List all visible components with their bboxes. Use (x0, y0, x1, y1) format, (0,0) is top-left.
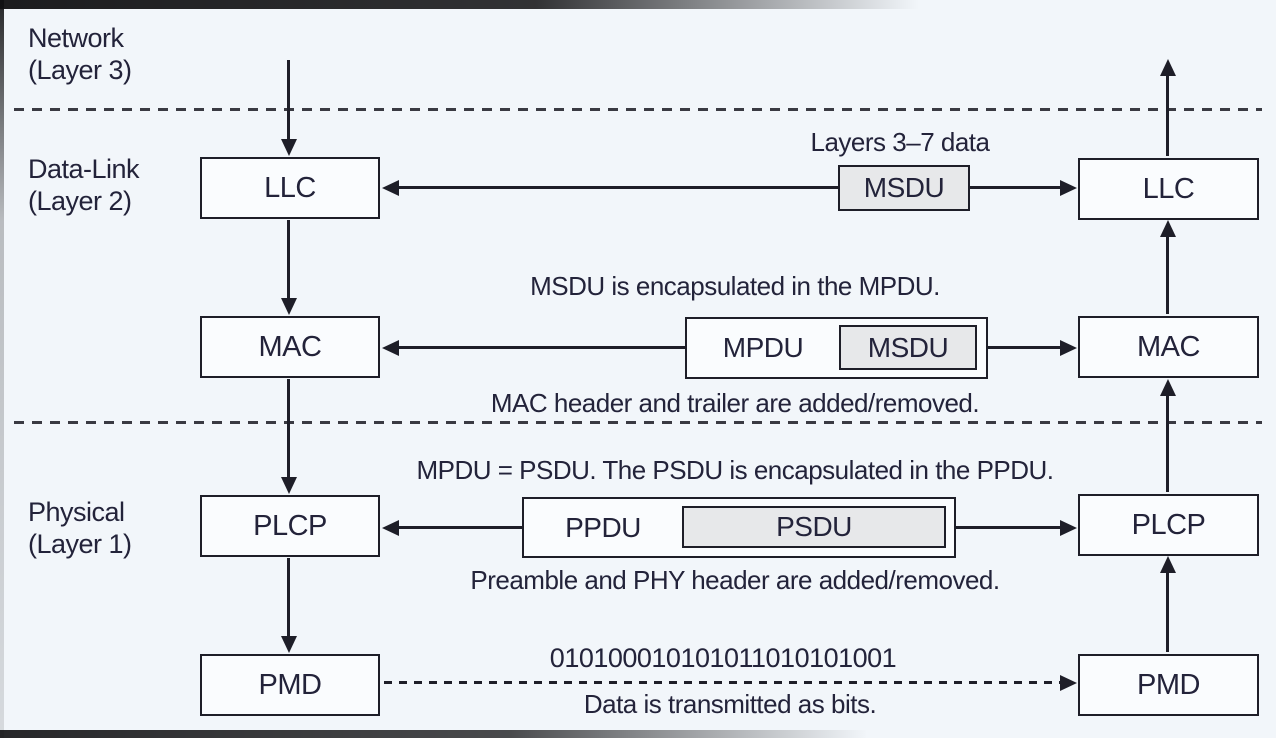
node-label: MAC (1137, 330, 1200, 363)
arrow-down-llc-to-mac (280, 220, 297, 315)
arrow-shaft-dashed (384, 681, 1060, 684)
arrow-shaft (970, 186, 1062, 189)
arrow-left-msdu-to-llc (382, 179, 838, 196)
arrowhead-right-icon (1060, 339, 1077, 356)
caption-data-transmitted-as-bits: Data is transmitted as bits. (583, 689, 877, 719)
arrow-up-mac-to-llc (1159, 220, 1176, 314)
bitstream-text: 010100010101011010101001 (549, 643, 897, 673)
arrow-up-plcp-to-mac (1159, 379, 1176, 492)
layer-name: Data-Link (28, 154, 140, 184)
arrow-shaft (397, 186, 838, 189)
node-llc-left: LLC (200, 157, 380, 219)
layer-label-physical: Physical (Layer 1) (28, 496, 132, 560)
arrowhead-down-icon (280, 298, 297, 315)
arrow-down-plcp-to-pmd (280, 558, 297, 653)
node-label: MAC (258, 330, 322, 363)
arrow-shaft (397, 346, 685, 349)
ppdu-box: PPDU PSDU (522, 497, 956, 558)
arrow-up-llc-to-network (1159, 59, 1176, 156)
arrow-shaft (1166, 394, 1169, 492)
mpdu-box: MPDU MSDU (685, 317, 988, 379)
video-frame-left-edge (0, 0, 4, 738)
arrow-right-mpdu-to-mac (988, 339, 1077, 356)
arrow-shaft (287, 379, 290, 479)
arrow-down-network-to-llc (280, 60, 297, 156)
layer-number: (Layer 1) (28, 529, 132, 559)
node-label: PLCP (253, 509, 327, 542)
arrow-shaft (1166, 74, 1169, 156)
node-label: LLC (1142, 172, 1195, 205)
arrow-up-pmd-to-plcp (1159, 556, 1176, 652)
node-plcp-right: PLCP (1078, 494, 1259, 556)
caption-layers-3-7-data: Layers 3–7 data (810, 127, 990, 157)
arrowhead-down-icon (280, 477, 297, 494)
arrowhead-right-icon (1060, 674, 1077, 691)
arrowhead-left-icon (382, 179, 399, 196)
node-mac-right: MAC (1078, 316, 1259, 378)
arrowhead-down-icon (280, 139, 297, 156)
arrow-down-mac-to-plcp (280, 379, 297, 494)
arrowhead-up-icon (1159, 556, 1176, 573)
arrowhead-up-icon (1159, 379, 1176, 396)
arrow-shaft (1166, 235, 1169, 314)
arrowhead-left-icon (382, 519, 399, 536)
arrowhead-right-icon (1060, 179, 1077, 196)
caption-mac-header-trailer: MAC header and trailer are added/removed… (490, 388, 980, 418)
video-frame-bottom-edge (0, 730, 1276, 738)
arrowhead-up-icon (1159, 220, 1176, 237)
layer-separator-datalink-physical (14, 421, 1262, 424)
node-label: PMD (1137, 668, 1200, 701)
arrow-shaft (287, 60, 290, 141)
arrow-shaft (287, 220, 290, 300)
layer-separator-network-datalink (14, 108, 1262, 111)
pdu-label: MPDU (722, 332, 804, 363)
unit-label: MSDU (867, 331, 949, 363)
unit-label: PSDU (776, 511, 852, 542)
unit-label: MSDU (863, 172, 945, 203)
layer-number: (Layer 3) (28, 55, 132, 85)
arrow-shaft (397, 526, 522, 529)
arrow-shaft (1166, 571, 1169, 652)
layer-number: (Layer 2) (28, 186, 132, 216)
psdu-inside-ppdu-box: PSDU (682, 506, 946, 548)
arrowhead-up-icon (1159, 59, 1176, 76)
arrow-left-mpdu-to-mac (382, 339, 685, 356)
arrow-right-ppdu-to-plcp (956, 519, 1077, 536)
layer-name: Network (28, 23, 124, 53)
arrowhead-down-icon (280, 636, 297, 653)
video-frame-top-edge (0, 0, 1276, 9)
node-pmd-right: PMD (1078, 654, 1259, 716)
arrow-shaft (287, 558, 290, 638)
node-llc-right: LLC (1078, 158, 1259, 220)
arrow-left-ppdu-to-plcp (382, 519, 522, 536)
caption-msdu-in-mpdu: MSDU is encapsulated in the MPDU. (530, 271, 940, 301)
layer-label-datalink: Data-Link (Layer 2) (28, 153, 140, 217)
node-label: LLC (264, 171, 316, 204)
node-label: PLCP (1131, 508, 1206, 541)
arrow-shaft (956, 526, 1062, 529)
arrowhead-left-icon (382, 339, 399, 356)
arrow-right-msdu-to-llc (970, 179, 1077, 196)
node-plcp-left: PLCP (200, 495, 380, 557)
caption-mpdu-equals-psdu: MPDU = PSDU. The PSDU is encapsulated in… (416, 455, 1054, 485)
layer-name: Physical (28, 497, 125, 527)
msdu-unit-box: MSDU (838, 165, 970, 211)
arrow-shaft (988, 346, 1062, 349)
msdu-inside-mpdu-box: MSDU (839, 325, 977, 370)
node-mac-left: MAC (200, 316, 380, 378)
layer-label-network: Network (Layer 3) (28, 22, 132, 86)
arrowhead-right-icon (1060, 519, 1077, 536)
caption-preamble-phy-header: Preamble and PHY header are added/remove… (470, 565, 1000, 595)
node-pmd-left: PMD (200, 654, 380, 716)
dashed-arrow-pmd-to-pmd (384, 674, 1077, 691)
pdu-label: PPDU (565, 511, 641, 543)
node-label: PMD (258, 668, 322, 701)
